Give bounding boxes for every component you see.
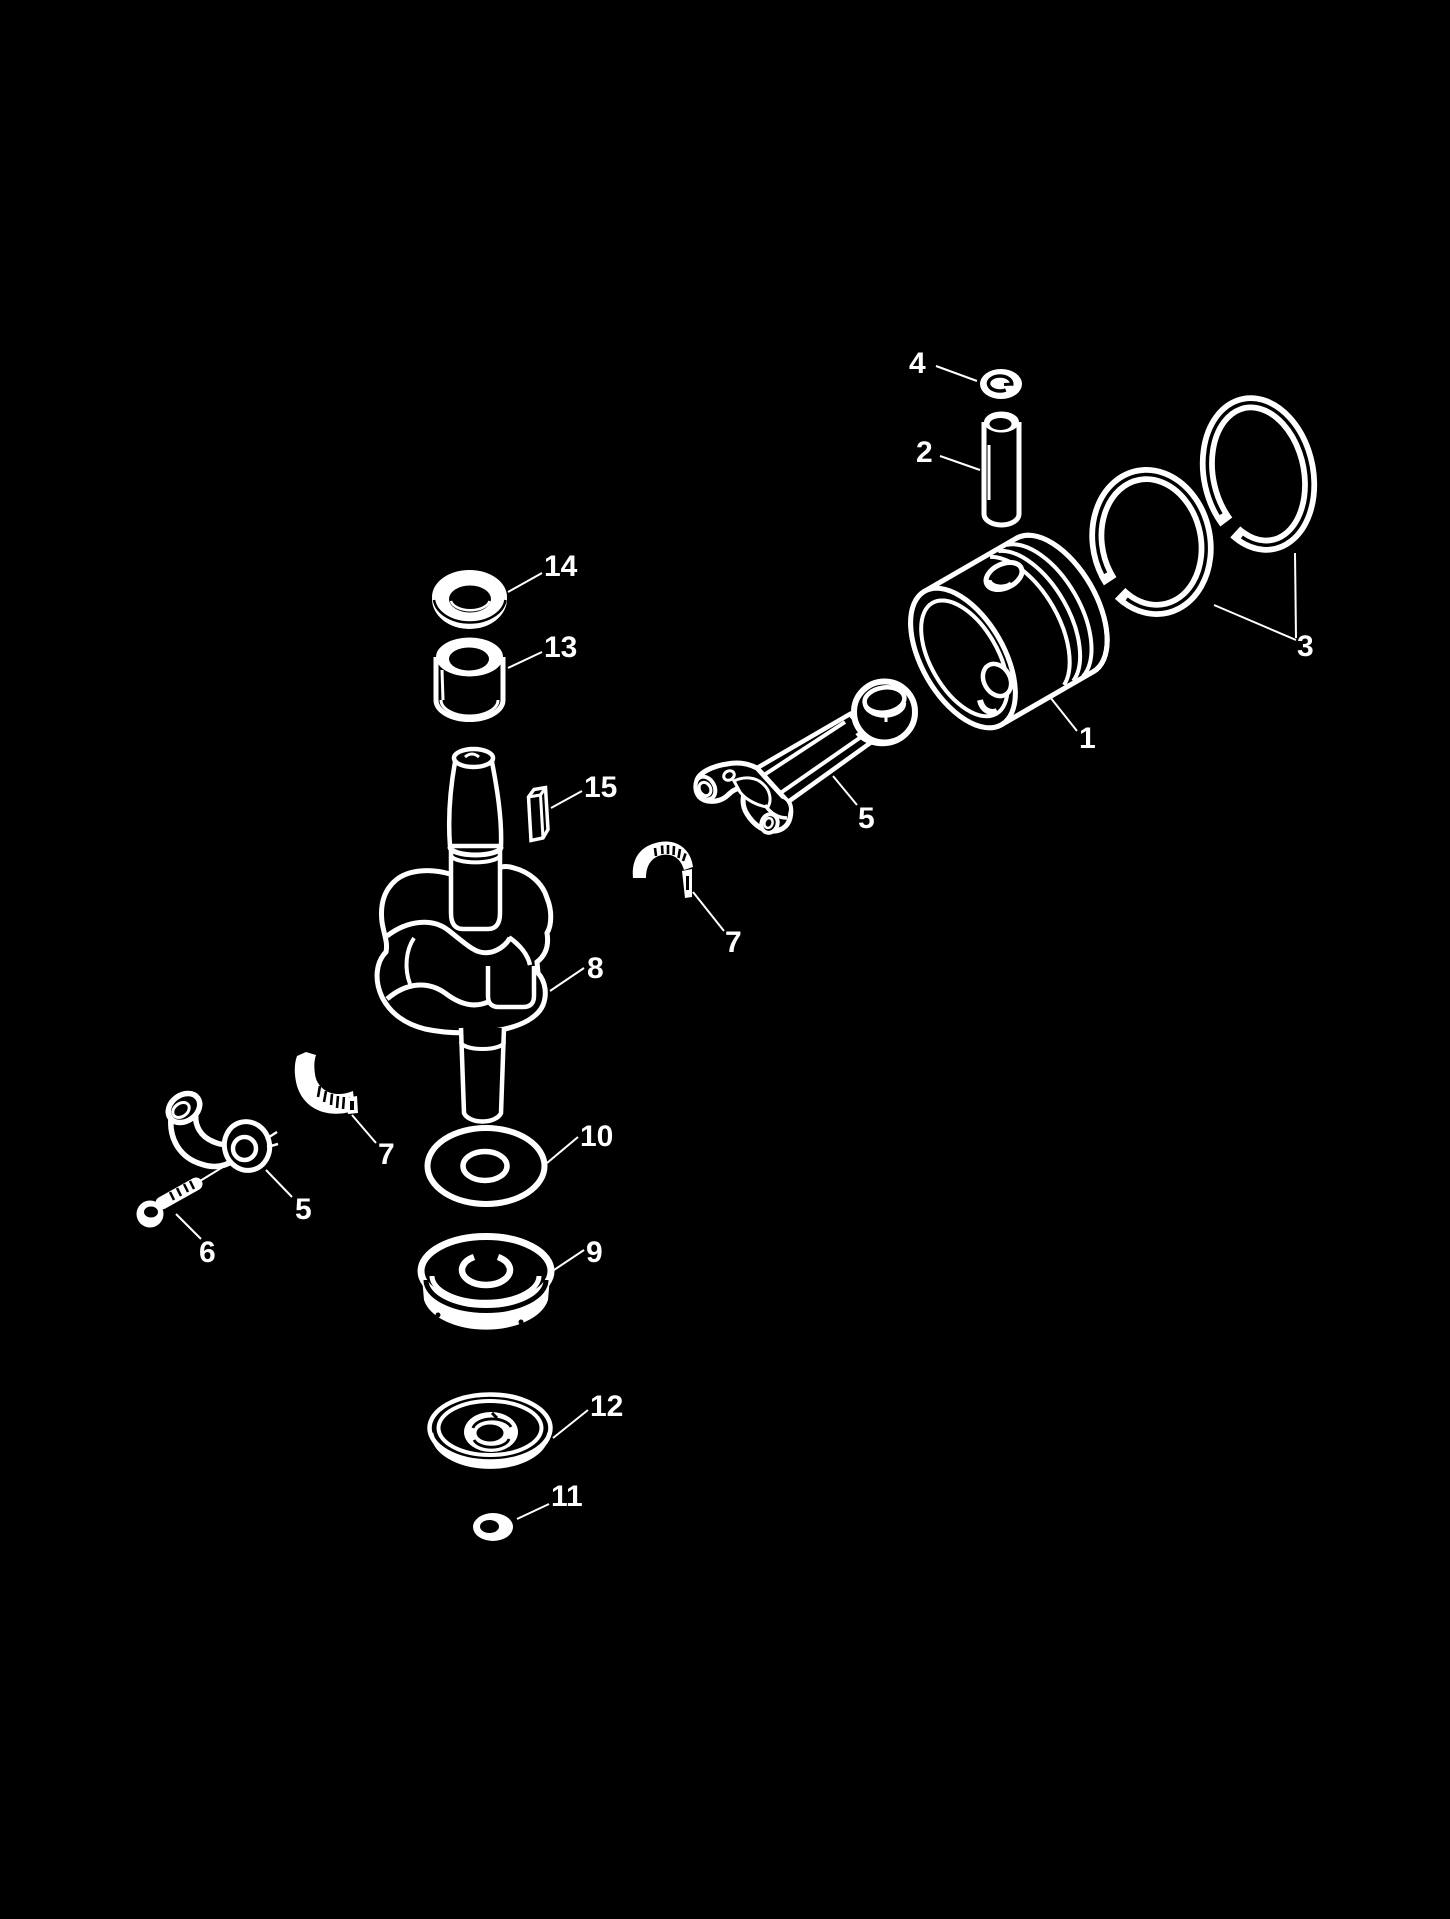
svg-text:13: 13: [544, 631, 577, 664]
svg-text:12: 12: [590, 1390, 623, 1423]
svg-text:3: 3: [1297, 630, 1314, 663]
svg-text:14: 14: [544, 550, 578, 583]
svg-text:10: 10: [580, 1120, 613, 1153]
svg-text:2: 2: [916, 436, 933, 469]
svg-text:11: 11: [551, 1480, 583, 1513]
svg-text:5: 5: [858, 802, 875, 835]
svg-text:9: 9: [586, 1236, 603, 1269]
svg-text:8: 8: [587, 952, 604, 985]
svg-text:7: 7: [378, 1138, 395, 1171]
svg-text:4: 4: [909, 347, 926, 380]
svg-text:7: 7: [725, 926, 742, 959]
svg-text:6: 6: [199, 1236, 216, 1269]
svg-text:5: 5: [295, 1193, 312, 1226]
svg-text:1: 1: [1079, 722, 1096, 755]
svg-text:15: 15: [584, 771, 617, 804]
